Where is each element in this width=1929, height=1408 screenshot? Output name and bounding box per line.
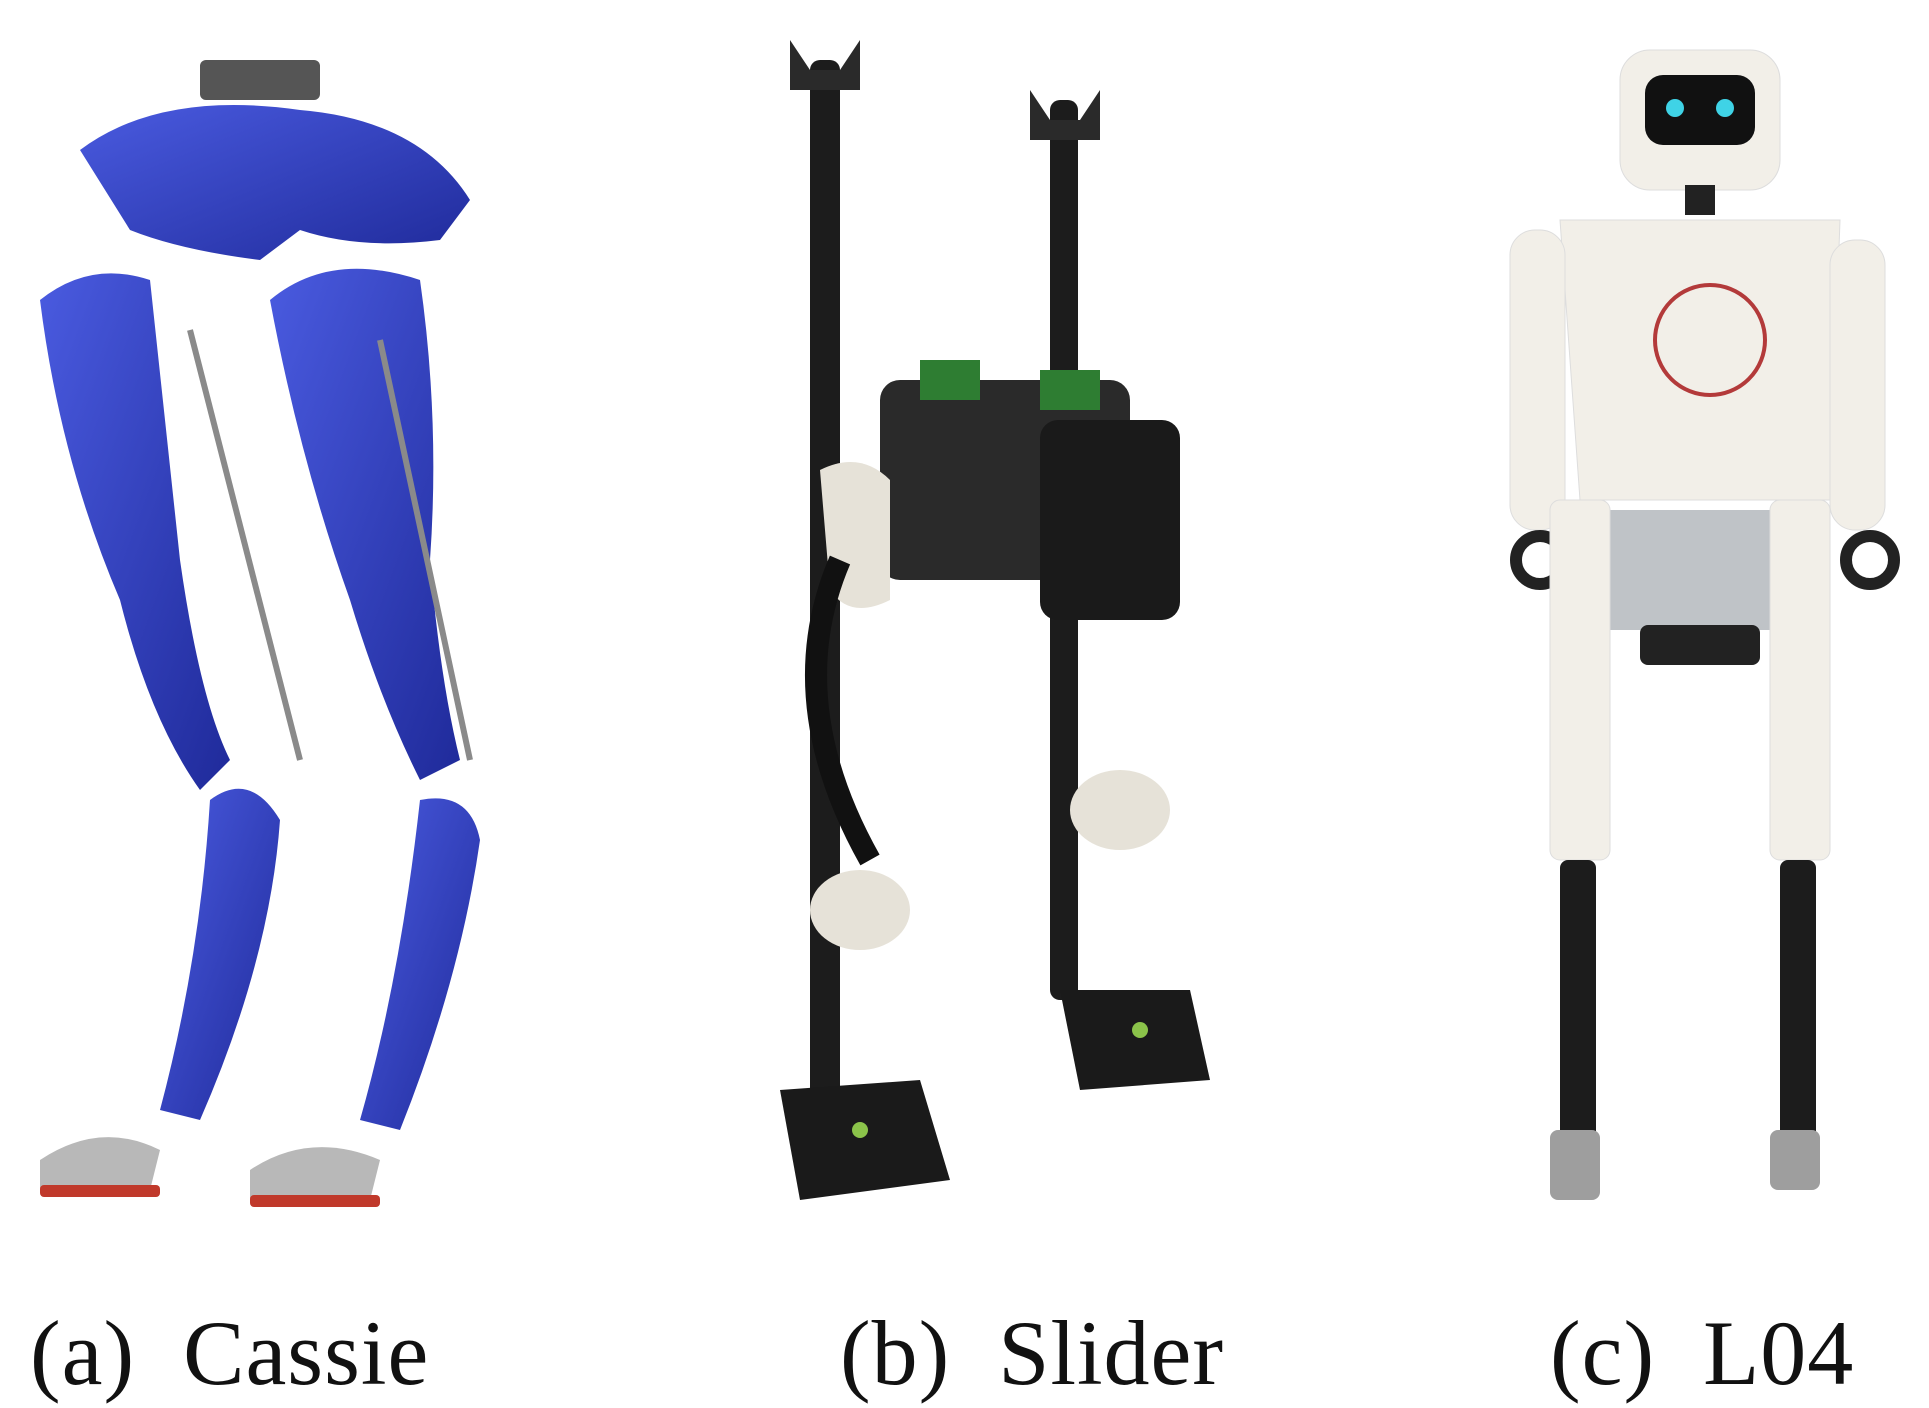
- panel-l04: (c) L04: [1420, 0, 1929, 1408]
- caption-slider: (b) Slider: [840, 1302, 1225, 1404]
- panel-slider: (b) Slider: [720, 0, 1280, 1408]
- slider-robot-image: [780, 40, 1210, 1200]
- l04-robot-image: [1509, 49, 1900, 1200]
- cassie-robot-image: [40, 60, 480, 1207]
- caption-cassie: (a) Cassie: [30, 1302, 430, 1404]
- panel-cassie: (a) Cassie: [0, 0, 620, 1408]
- caption-l04: (c) L04: [1550, 1302, 1855, 1404]
